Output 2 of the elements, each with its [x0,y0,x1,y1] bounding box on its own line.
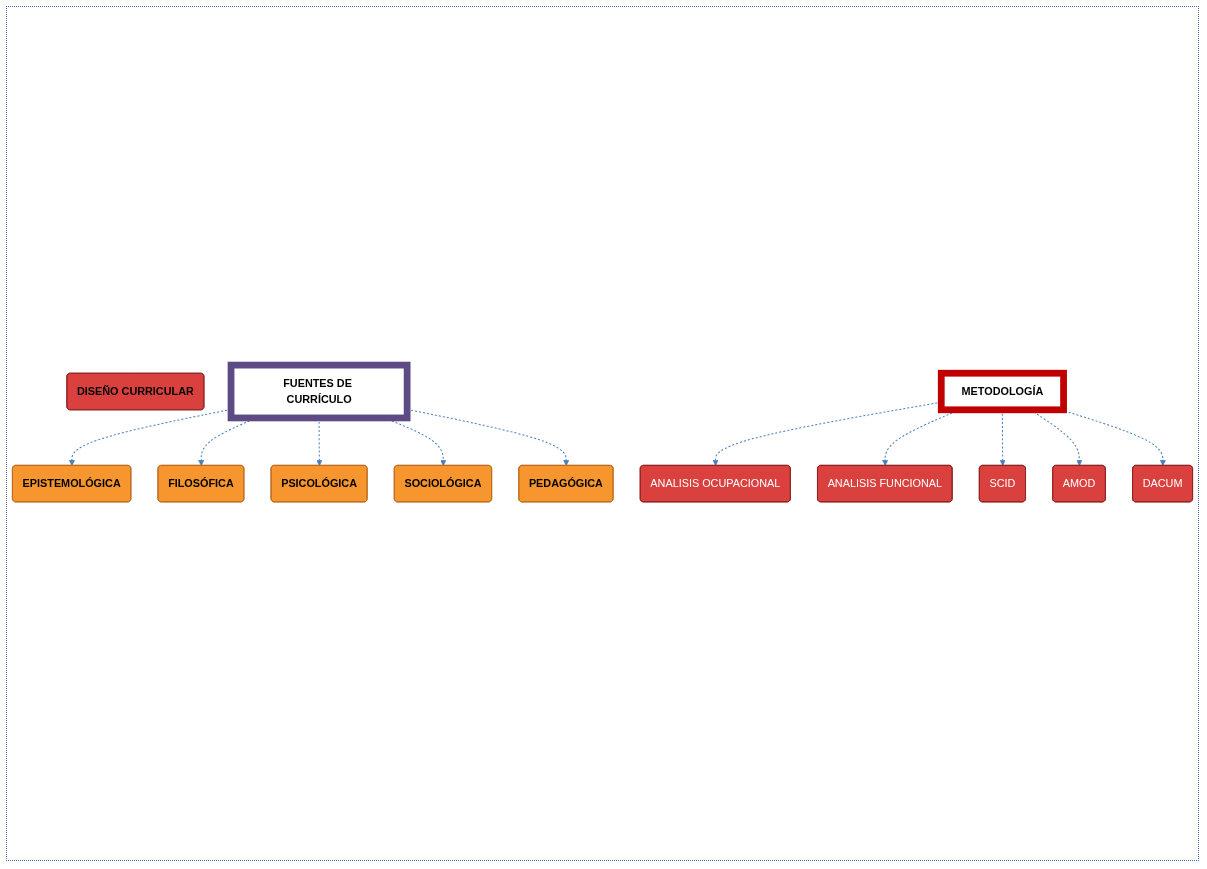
node-box: FUENTES DE CURRÍCULO [227,361,411,422]
node-box: METODOLOGÍA [937,369,1067,414]
